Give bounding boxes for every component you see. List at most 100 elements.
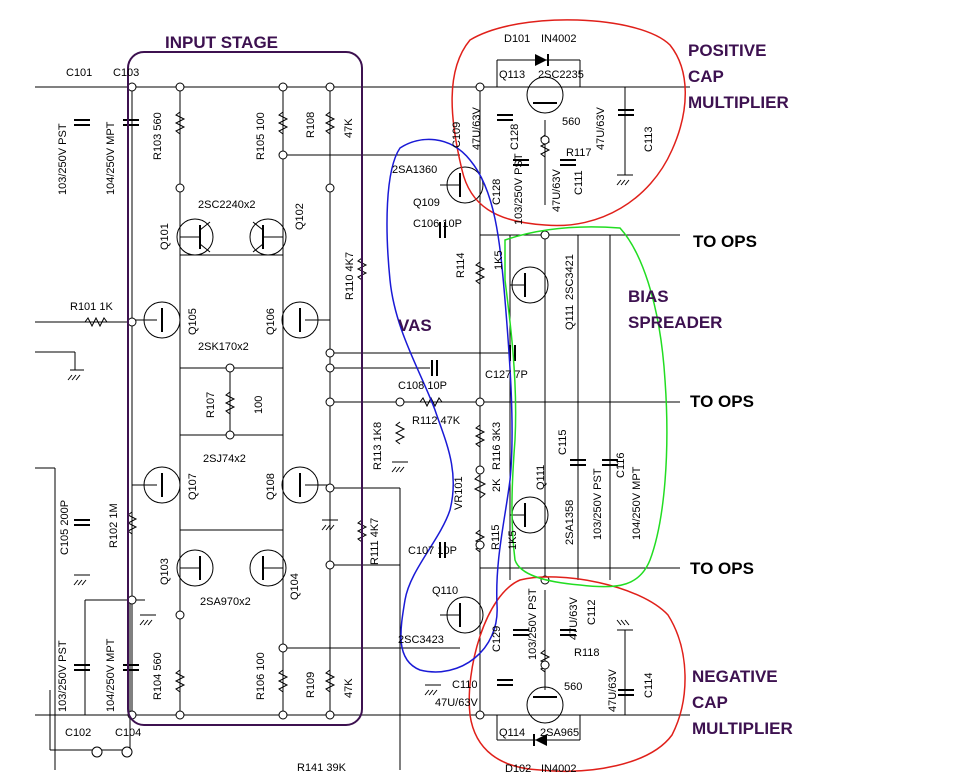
label-c104: C104 [115,727,141,739]
q114-symbol [526,686,564,724]
label-c103-value: 104/250V MPT [105,121,117,195]
label-q110: Q110 [432,585,458,597]
r101-symbol [84,316,108,328]
to-ops-label-1: TO OPS [693,232,757,251]
label-r113: R113 1K8 [372,422,384,470]
label-c112: C112 [586,600,598,625]
label-q112: Q111 [535,465,547,490]
bias-spreader-title-2: SPREADER [628,313,722,332]
c106-symbol [439,222,446,238]
vas-title: VAS [398,316,432,335]
label-r106: R106 100 [255,652,267,700]
label-c107: C107 10P [408,545,457,557]
label-d102-type: IN4002 [541,763,576,774]
label-r110: R110 4K7 [344,252,356,300]
label-d102: D102 [505,763,531,774]
label-r114: R114 [455,253,467,278]
ground-symbol [616,619,633,631]
label-c106: C106 10P [413,218,462,230]
r108-symbol [324,111,336,135]
c109-symbol [497,114,513,121]
c101-symbol [74,119,90,126]
wires [35,59,690,770]
q103-symbol [176,549,214,587]
c104-symbol [123,664,139,671]
label-r108: R108 [305,112,317,138]
label-r103: R103 560 [152,112,164,160]
label-r115: R115 [490,525,502,550]
r111-symbol [356,519,368,543]
c115-symbol [570,459,586,466]
c114-symbol [618,689,634,696]
r107-symbol [224,391,236,415]
capacitors [74,109,634,696]
label-q111-type: 2SC3421 [564,254,576,300]
q106-symbol [281,301,330,339]
negative-cap-multiplier-title-1: NEGATIVE [692,667,778,686]
label-c102-value: 103/250V PST [57,640,69,712]
label-c114: C114 [643,673,655,698]
r105-symbol [277,111,289,135]
q111-symbol [510,266,549,304]
label-c128: C128 [491,179,503,205]
junction-nodes [127,82,550,720]
label-r114-value: 1K5 [493,250,505,270]
positive-cap-multiplier-outline [451,19,686,227]
label-q109: Q109 [413,197,440,209]
c129-symbol [513,629,529,636]
d101-symbol [535,54,549,66]
label-q103-pair: 2SA970x2 [200,596,251,608]
label-q107-pair: 2SJ74x2 [203,453,246,465]
c112-symbol [560,629,576,636]
label-q113: Q113 [499,69,525,81]
negative-cap-multiplier-title-2: CAP [692,693,728,712]
label-vr101-value: 2K [491,478,503,492]
label-c116-value: 104/250V MPT [631,466,643,540]
label-d101: D101 [504,33,530,45]
to-ops-label-2: TO OPS [690,392,754,411]
label-q110-type: 2SC3423 [398,634,444,646]
r118-symbol [539,649,551,673]
ground-symbol [321,519,338,531]
r104-symbol [174,669,186,693]
label-r118-value: 560 [564,681,582,693]
q105-symbol [132,301,181,339]
q112-symbol [510,496,549,534]
r109-symbol [324,669,336,693]
r116-symbol [474,424,486,448]
label-d101-type: IN4002 [541,33,576,45]
q107-symbol [132,466,181,504]
q113-symbol [526,76,564,114]
r103-symbol [174,111,186,135]
r113-symbol [394,421,406,445]
label-q108: Q108 [265,473,277,500]
label-c113: C113 [643,127,655,152]
label-r108-value: 47K [343,118,355,138]
positive-cap-multiplier-title-2: CAP [688,67,724,86]
label-r117: R117 [566,147,591,159]
label-q112-type: 2SA1358 [564,500,576,545]
q110-symbol [440,596,484,634]
positive-cap-multiplier-title-3: MULTIPLIER [688,93,789,112]
c103-symbol [123,119,139,126]
label-r111: R111 4K7 [369,518,381,565]
label-c104-value: 104/250V MPT [105,638,117,712]
diodes [533,54,549,746]
c105-symbol [74,519,90,526]
label-q106: Q106 [265,308,277,335]
label-r116: R116 3K3 [491,422,503,470]
input-stage-box [127,51,363,726]
label-c112-value: 47U/63V [568,597,580,640]
ground-symbol [424,684,441,696]
c108-symbol [431,360,438,376]
label-c108: C108 10P [398,380,447,392]
label-c116: C116 [615,453,627,478]
label-c127: C127 7P [485,369,528,381]
c128-symbol [513,159,529,166]
q102-symbol [249,218,287,256]
input-stage-title: INPUT STAGE [165,33,278,52]
label-c105: C105 200P [59,500,71,555]
label-r141: R141 39K [297,762,347,774]
ground-symbol [391,461,408,473]
